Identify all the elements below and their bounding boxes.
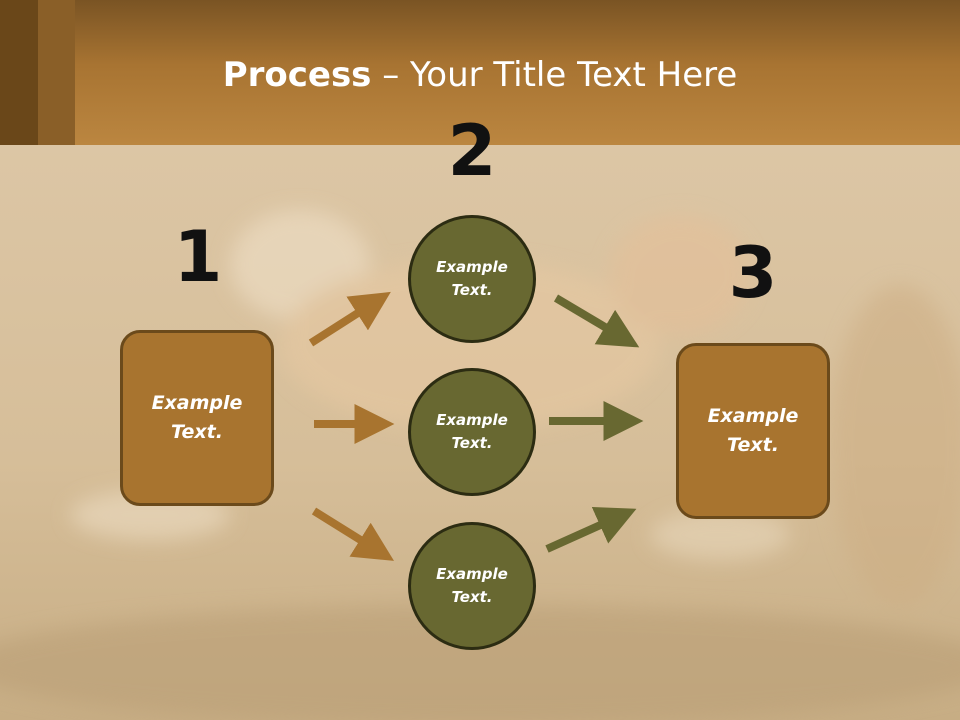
title-bar-accent	[38, 0, 75, 145]
process-circle-bottom-text: Example Text.	[436, 565, 508, 606]
process-circle-bottom: Example Text.	[408, 522, 536, 650]
arrow-from-top-circle	[553, 294, 640, 348]
arrow-to-top-circle	[308, 291, 391, 347]
process-circle-middle-text: Example Text.	[436, 411, 508, 452]
process-circle-middle: Example Text.	[408, 368, 536, 496]
slide-title-bold: Process	[222, 55, 372, 95]
slide-title: Process – Your Title Text Here	[0, 52, 960, 98]
arrow-from-bottom-circle	[545, 506, 637, 553]
title-bar	[0, 0, 960, 145]
arrow-to-bottom-circle	[311, 507, 395, 561]
process-box-left-text: Example Text.	[151, 392, 243, 443]
process-box-right: Example Text.	[676, 343, 830, 519]
process-circle-top-text: Example Text.	[436, 258, 508, 299]
process-box-right-text: Example Text.	[707, 405, 799, 456]
process-box-left: Example Text.	[120, 330, 274, 506]
step-number-1: 1	[173, 216, 223, 298]
step-number-2: 2	[447, 110, 497, 192]
process-circle-top: Example Text.	[408, 215, 536, 343]
title-bar-accent-dark	[0, 0, 38, 145]
step-number-3: 3	[728, 232, 778, 314]
slide-title-rest: – Your Title Text Here	[371, 55, 738, 95]
